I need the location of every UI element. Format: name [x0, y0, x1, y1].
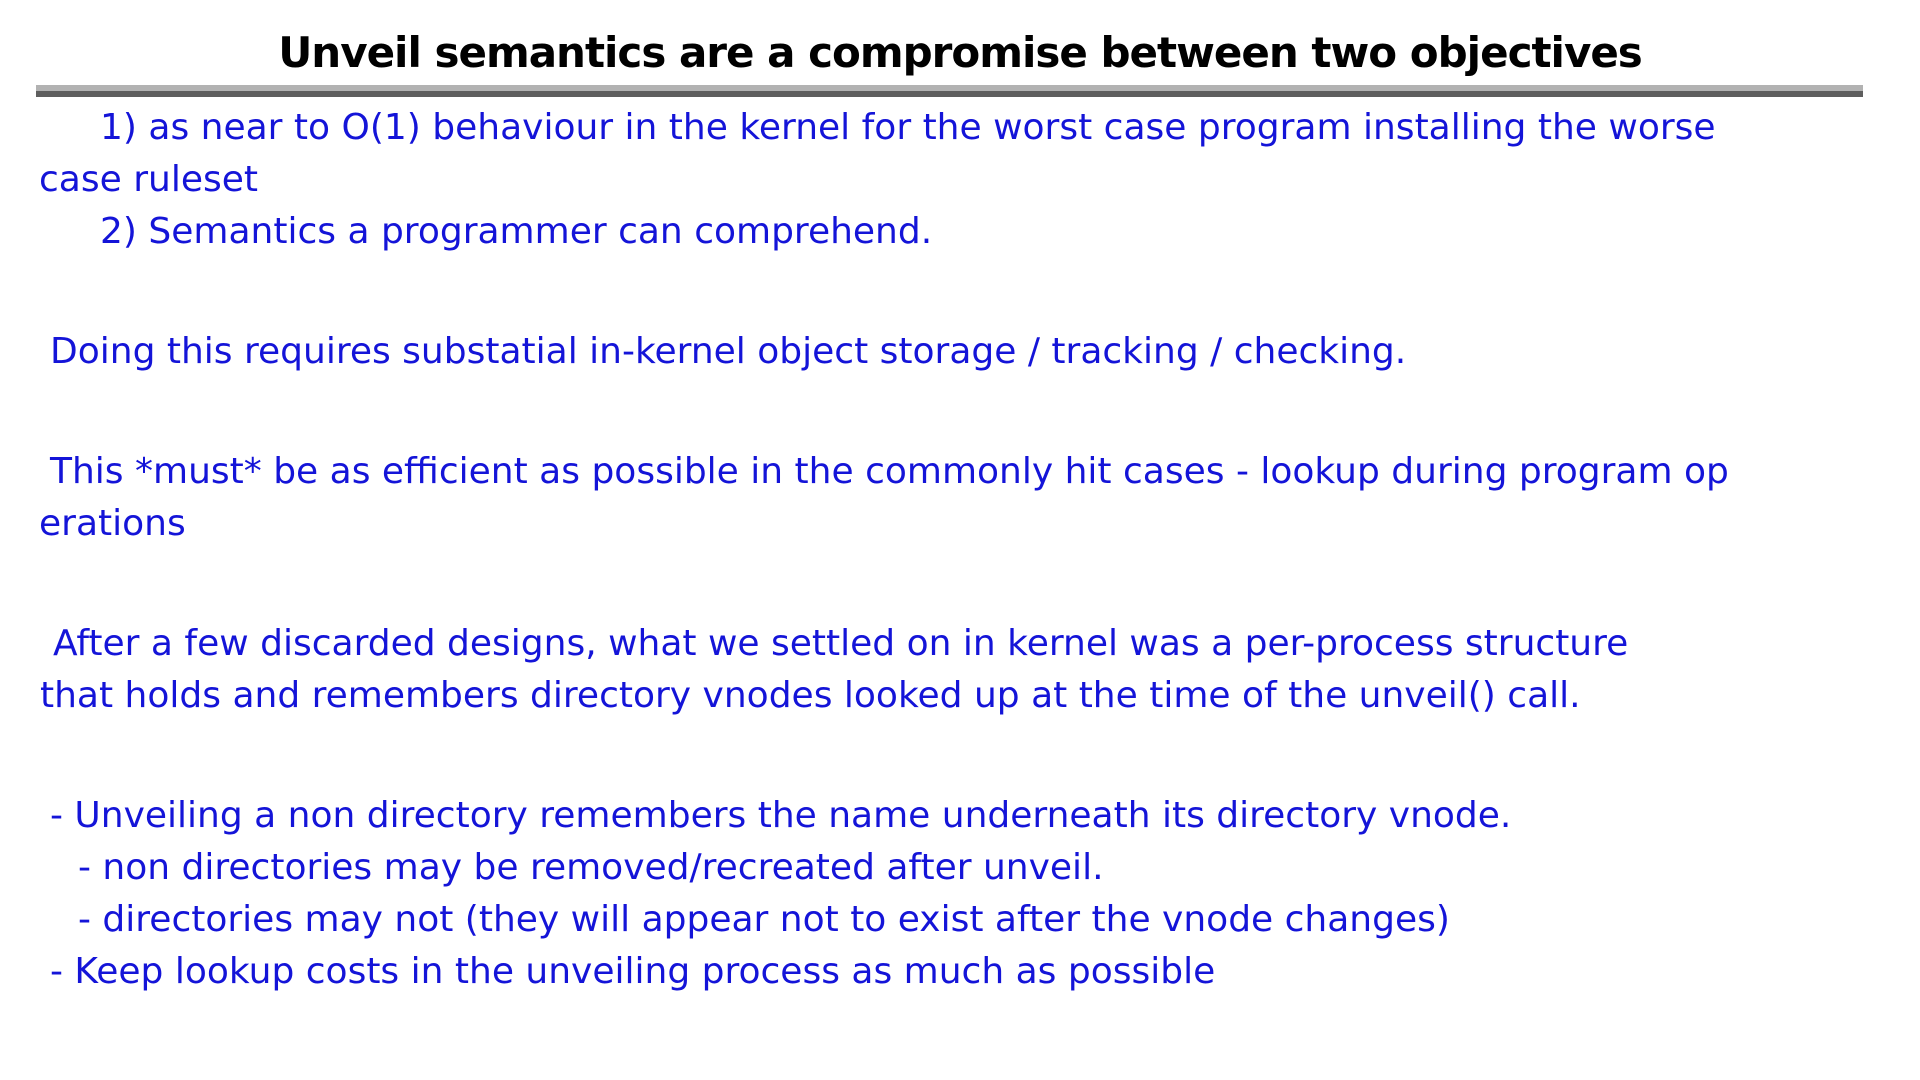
body-blank-line	[0, 722, 1920, 790]
body-blank-line	[0, 258, 1920, 326]
body-line: - non directories may be removed/recreat…	[78, 847, 1104, 888]
body-blank-line	[0, 378, 1920, 446]
body-line: - Unveiling a non directory remembers th…	[50, 795, 1512, 836]
slide-title: Unveil semantics are a compromise betwee…	[278, 28, 1643, 77]
body-line: 1) as near to O(1) behaviour in the kern…	[100, 107, 1716, 148]
body-line: - directories may not (they will appear …	[78, 899, 1450, 940]
body-line: 2) Semantics a programmer can comprehend…	[100, 211, 933, 252]
body-line: This *must* be as efficient as possible …	[50, 451, 1729, 492]
title-divider-bottom-rule	[36, 91, 1863, 97]
body-line: - Keep lookup costs in the unveiling pro…	[50, 951, 1216, 992]
title-divider	[36, 85, 1863, 97]
body-line: that holds and remembers directory vnode…	[40, 675, 1581, 716]
body-line: erations	[39, 503, 186, 544]
title-divider-top-rule	[36, 85, 1863, 91]
body-line: case ruleset	[39, 159, 258, 200]
body-line: Doing this requires substatial in-kernel…	[50, 331, 1407, 372]
body-line: After a few discarded designs, what we s…	[53, 623, 1629, 664]
slide-body-text: 1) as near to O(1) behaviour in the kern…	[0, 102, 1920, 998]
body-blank-line	[0, 550, 1920, 618]
